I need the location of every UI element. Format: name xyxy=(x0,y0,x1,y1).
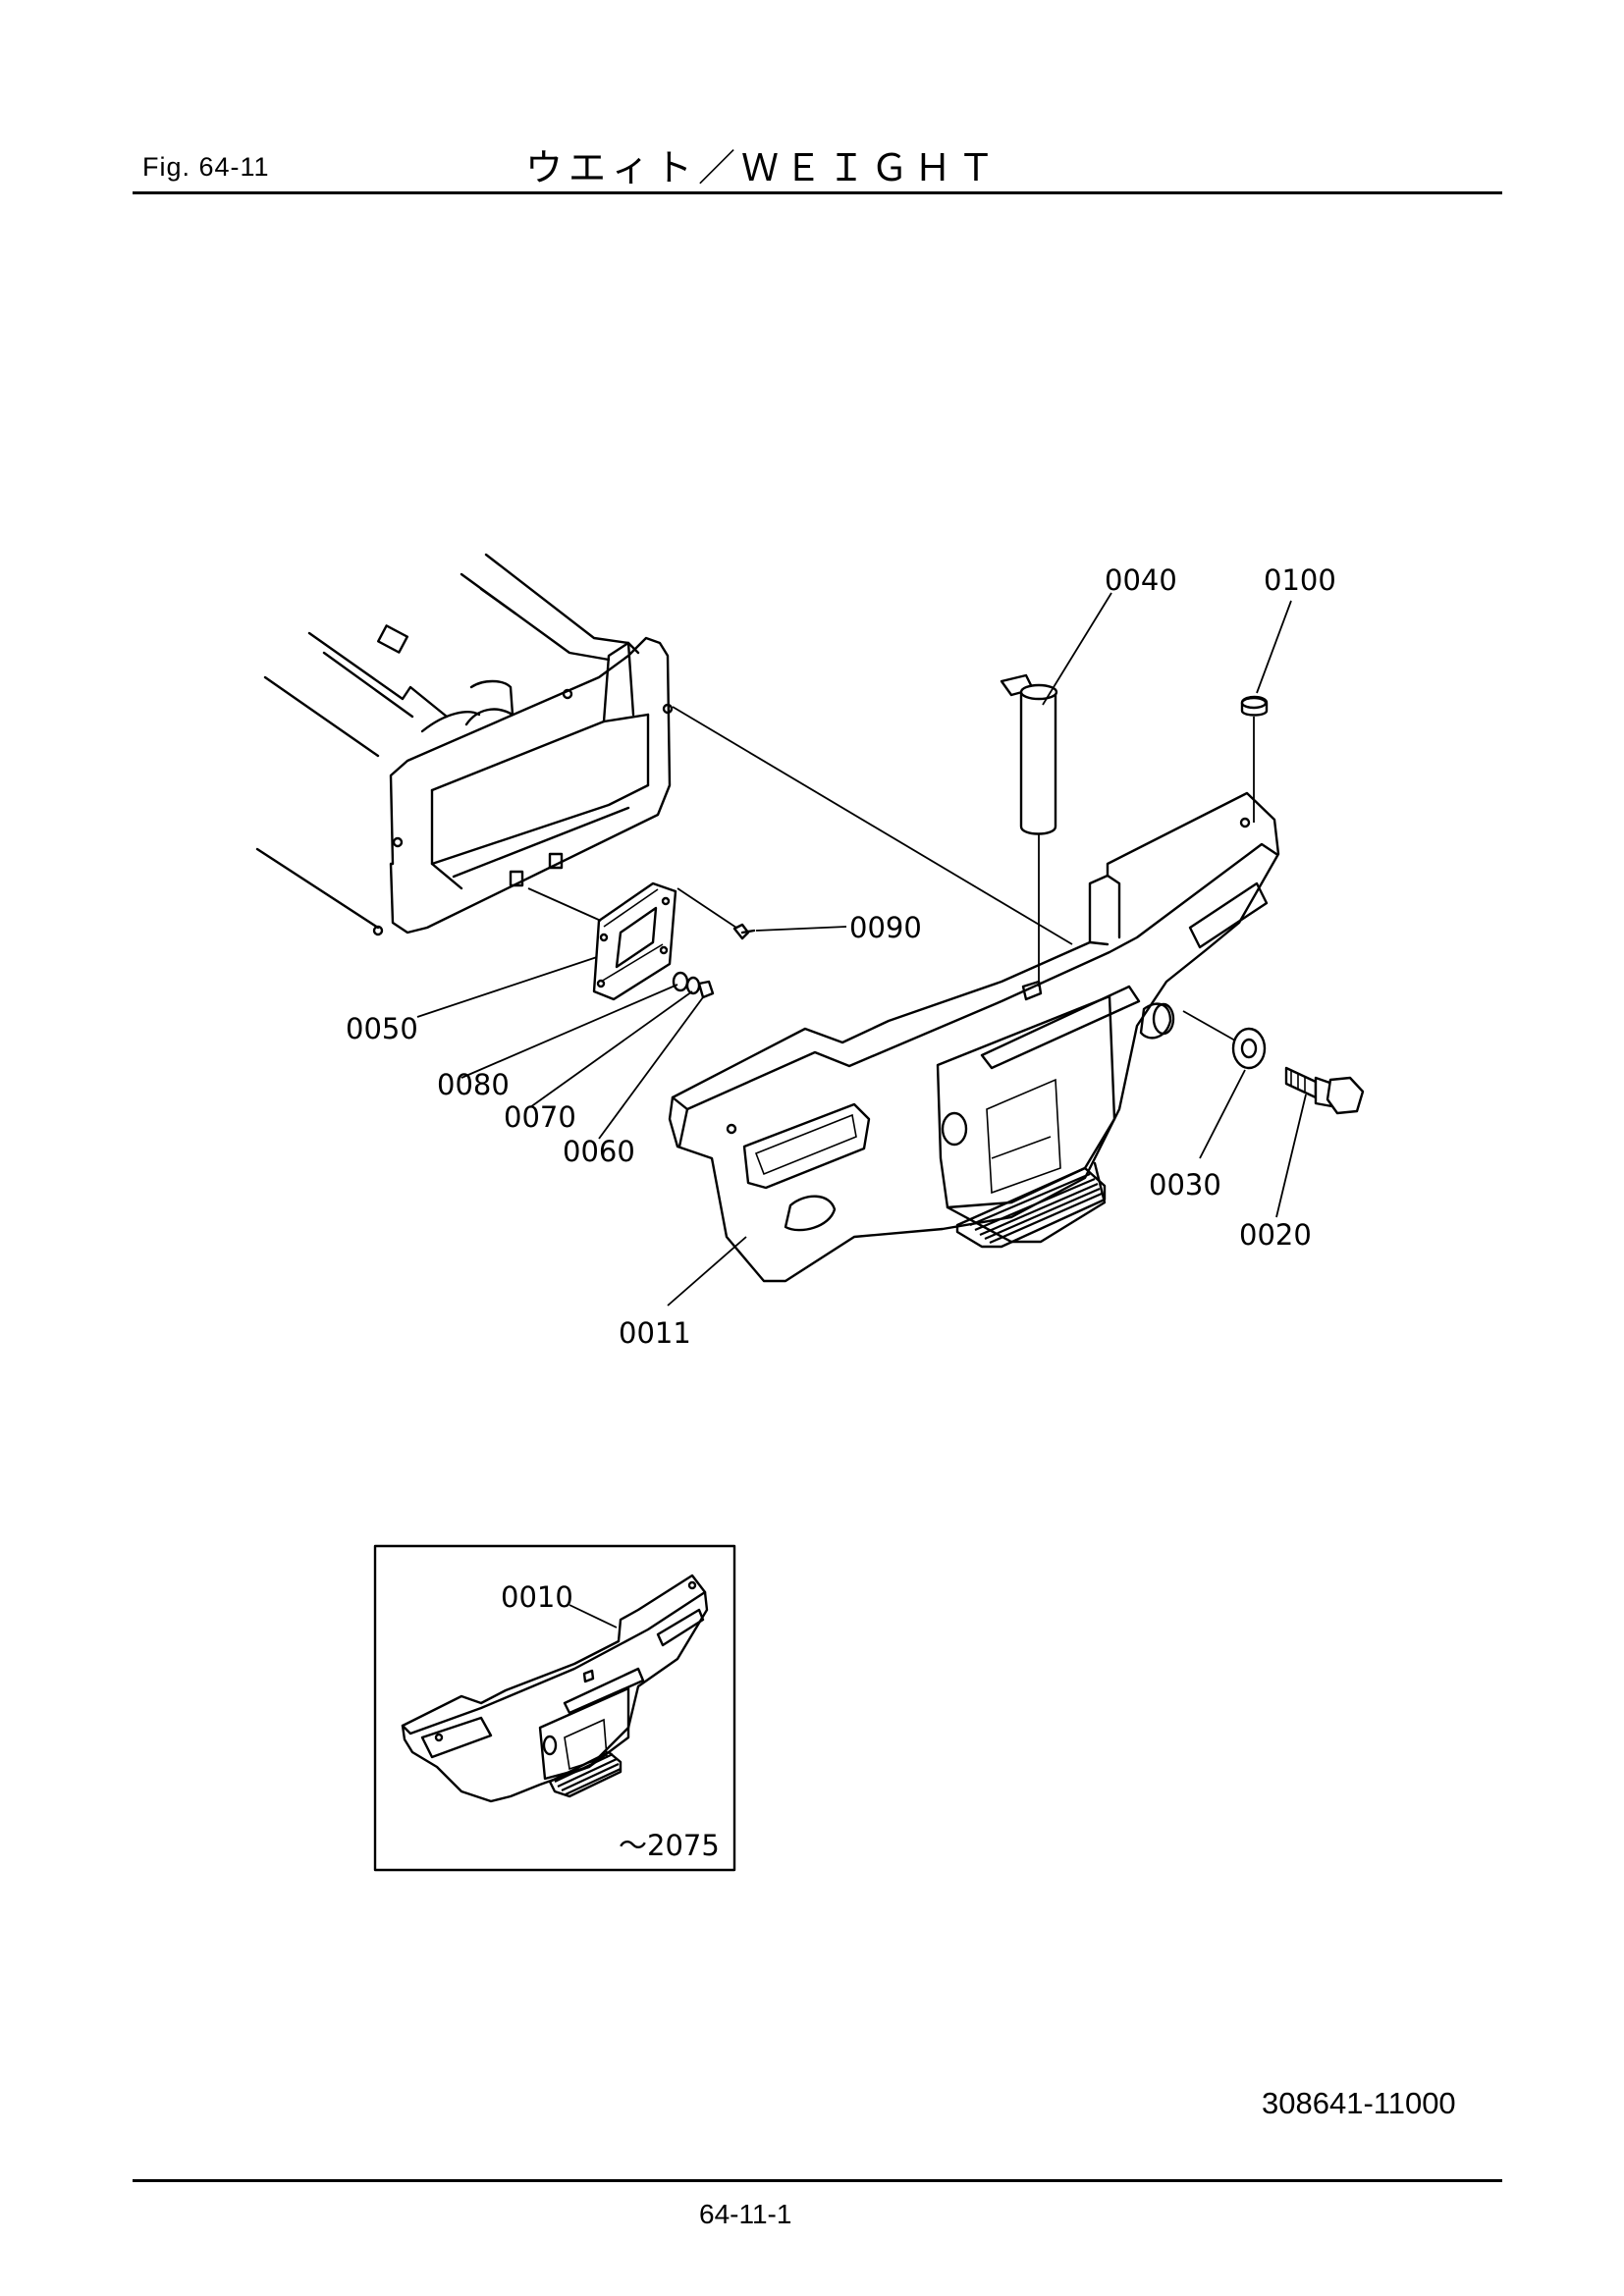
inset-callout-0010: 0010 xyxy=(501,1580,573,1614)
figure-label: Fig. 64-11 xyxy=(142,152,270,182)
small-hardware xyxy=(672,923,756,999)
inset-box xyxy=(373,1544,736,1872)
inset-serial-range: ～2075 xyxy=(619,1829,720,1862)
callout-0100: 0100 xyxy=(1264,563,1336,597)
counterweight-0011 xyxy=(668,791,1280,1283)
cap-0100 xyxy=(1240,695,1269,717)
callout-0011: 0011 xyxy=(619,1316,691,1350)
header-rule xyxy=(133,191,1502,194)
callout-0080: 0080 xyxy=(437,1068,510,1101)
page-number: 64-11-1 xyxy=(699,2199,792,2229)
callout-0020: 0020 xyxy=(1239,1218,1312,1252)
washer-0030 xyxy=(1231,1027,1267,1070)
callout-0090: 0090 xyxy=(849,911,922,944)
figure-title: ウエィト／ＷＥＩＧＨＴ xyxy=(525,146,1001,189)
callout-0050: 0050 xyxy=(346,1012,418,1045)
document-number: 308641-11000 xyxy=(1262,2086,1456,2120)
pin-0040 xyxy=(1000,673,1058,835)
callout-0070: 0070 xyxy=(504,1100,576,1134)
footer-rule xyxy=(133,2179,1502,2182)
bolt-0020 xyxy=(1284,1066,1365,1115)
machine-frame xyxy=(255,553,674,936)
callout-0060: 0060 xyxy=(563,1135,635,1168)
assembly-lines xyxy=(416,592,1307,1307)
plate-0050 xyxy=(592,881,677,1001)
callout-0030: 0030 xyxy=(1149,1168,1221,1201)
callout-0040: 0040 xyxy=(1105,563,1177,597)
